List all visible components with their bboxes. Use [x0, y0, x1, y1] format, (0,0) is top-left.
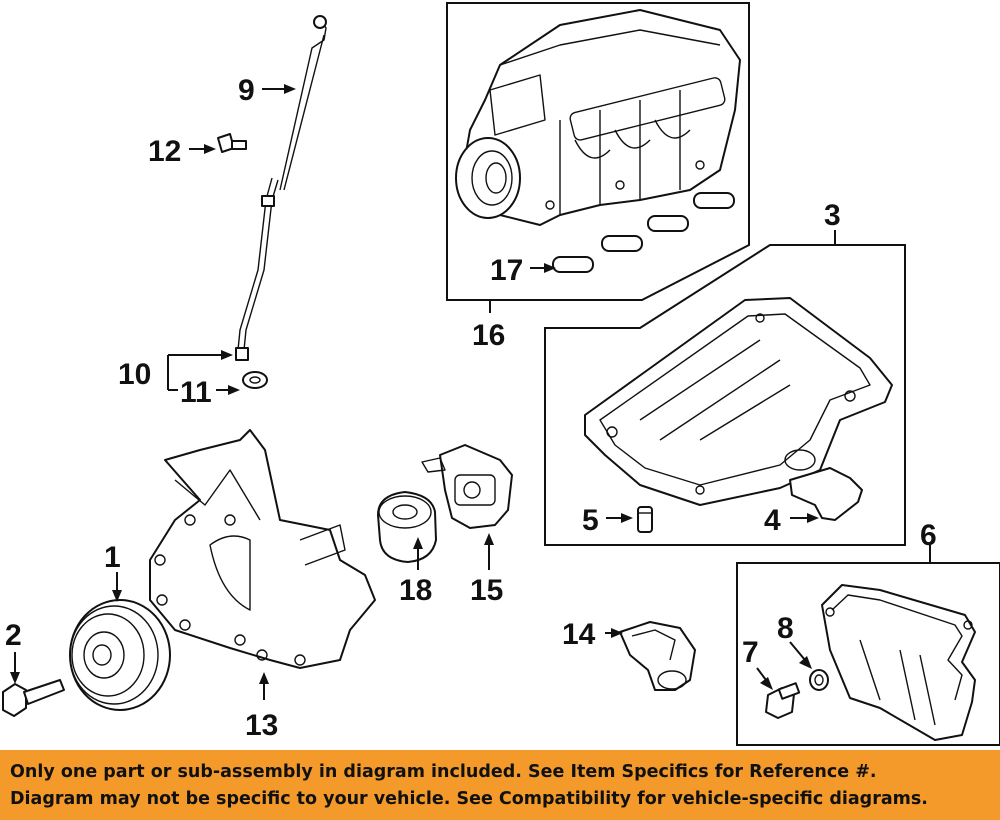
callout-4: 4 [764, 504, 781, 537]
dipstick-tube-part [235, 177, 279, 361]
notice-banner: Only one part or sub-assembly in diagram… [0, 750, 1000, 820]
parts-diagram: 1 2 3 4 5 6 7 8 9 10 11 12 13 14 15 16 1… [2, 2, 1000, 746]
lower-oil-pan-part [821, 584, 976, 741]
callout-5: 5 [582, 504, 599, 537]
pulley-bolt-part [2, 679, 65, 717]
callout-13: 13 [245, 709, 278, 742]
oil-pan-lower-group-box [736, 562, 1000, 746]
tube-bolt-part [217, 133, 247, 153]
callout-6: 6 [920, 519, 937, 552]
leader-lines [10, 84, 819, 700]
callout-17: 17 [490, 254, 523, 287]
callout-2: 2 [5, 619, 22, 652]
notice-line-2: Diagram may not be specific to your vehi… [10, 789, 928, 809]
callout-18: 18 [399, 574, 432, 607]
oil-cooler-part [421, 444, 513, 529]
callout-15: 15 [470, 574, 503, 607]
callout-12: 12 [148, 135, 181, 168]
callout-7: 7 [742, 636, 759, 669]
oil-filter-part [377, 491, 437, 563]
intake-gasket-part [552, 192, 735, 273]
callout-1: 1 [104, 541, 121, 574]
dipstick-part [279, 15, 327, 191]
intake-manifold-part [455, 9, 741, 226]
oil-pan-baffle-part [789, 467, 863, 521]
crank-pulley-part [69, 599, 171, 711]
intake-manifold-group-box [446, 2, 750, 301]
upper-oil-pan-part [584, 297, 893, 506]
callout-8: 8 [777, 612, 794, 645]
callout-11: 11 [180, 376, 212, 409]
water-outlet-part [619, 621, 696, 691]
callout-10: 10 [118, 358, 151, 391]
callout-9: 9 [238, 74, 255, 107]
drain-washer-part [809, 669, 829, 691]
callout-14: 14 [562, 618, 596, 651]
callout-3: 3 [824, 199, 841, 232]
callout-16: 16 [472, 319, 505, 352]
drain-bolt-part [765, 682, 801, 719]
pan-plug-part [637, 506, 653, 533]
oil-pan-upper-group-box [544, 244, 906, 546]
front-cover-part [149, 429, 376, 669]
notice-line-1: Only one part or sub-assembly in diagram… [10, 762, 877, 782]
tube-seal-part [242, 371, 268, 389]
